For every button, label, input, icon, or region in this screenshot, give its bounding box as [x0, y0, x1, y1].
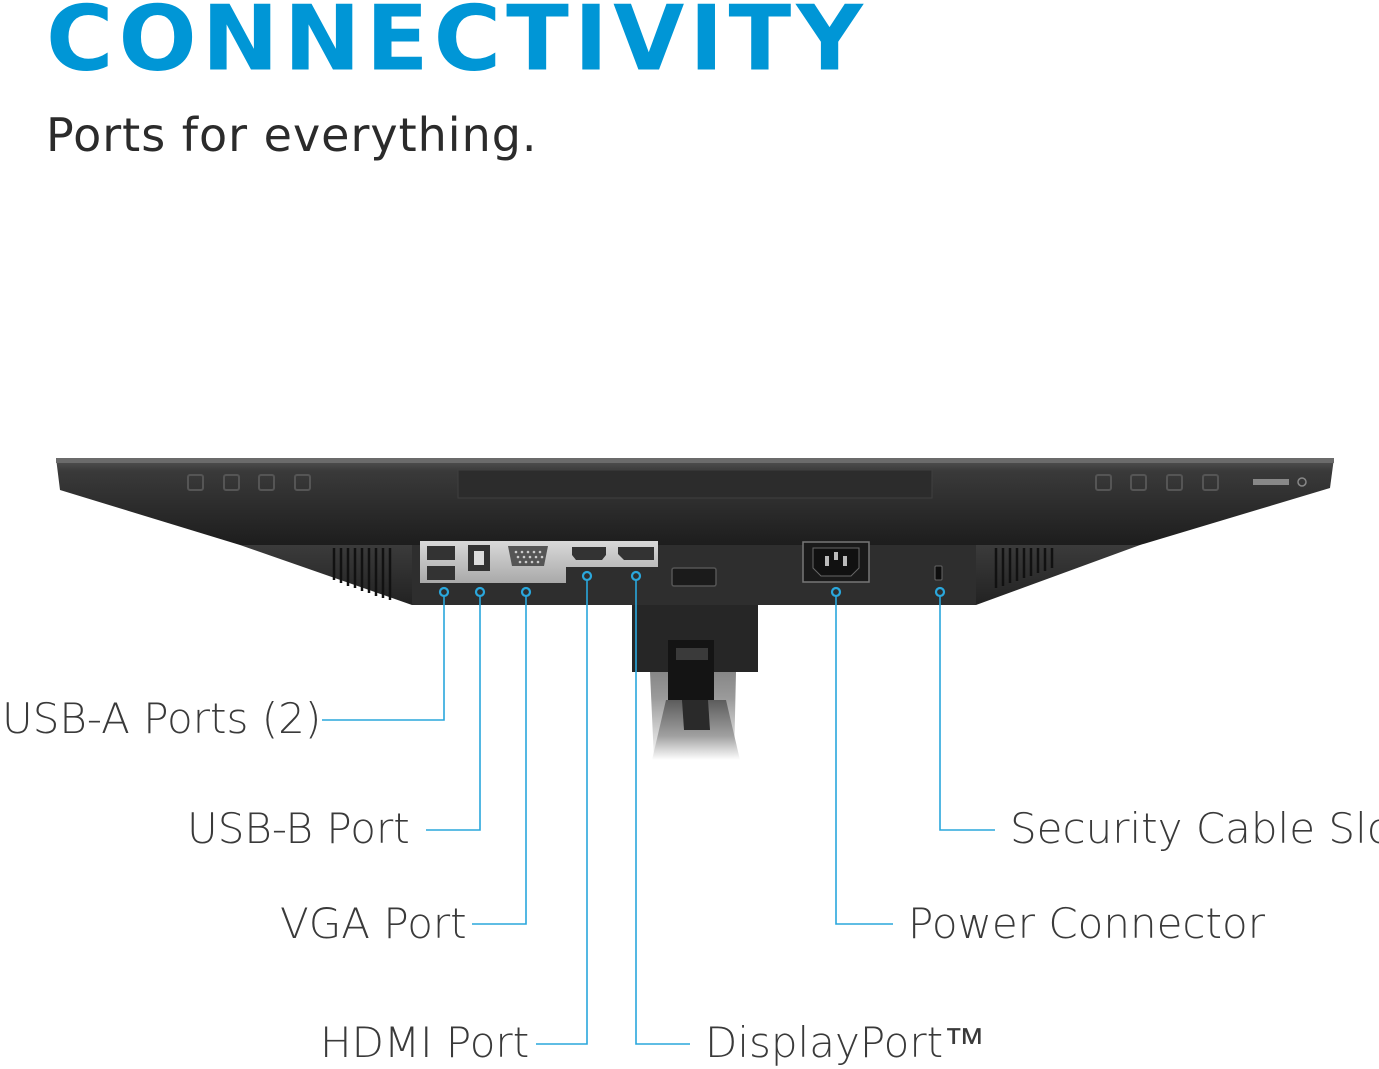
displayport-icon: [618, 547, 654, 560]
security-leader-line: [939, 597, 995, 831]
security-slot-icon: [934, 565, 943, 581]
monitor-stand: [632, 605, 758, 760]
page-title: CONNECTIVITY: [46, 0, 868, 92]
vga-port-label: VGA Port: [280, 899, 467, 948]
power-led-icon: [1253, 479, 1289, 485]
power-leader-line: [835, 597, 893, 925]
page-subtitle: Ports for everything.: [46, 108, 538, 162]
monitor-bezel: [56, 458, 1334, 545]
usb-a-port-icon: [427, 546, 455, 560]
hdmi-leader-line: [536, 581, 588, 1045]
usb-a-port-icon: [427, 566, 455, 580]
usb-b-leader-line: [426, 597, 481, 831]
usb-a-leader-line: [322, 597, 445, 721]
vga-leader-line: [472, 597, 527, 925]
power-connector-label: Power Connector: [908, 899, 1265, 948]
power-button-icon: [1297, 477, 1307, 487]
security-cable-slot-label: Security Cable Slot: [1010, 804, 1379, 853]
usb-b-port-label: USB-B Port: [187, 804, 410, 853]
usb-a-ports-label: USB-A Ports (2): [2, 694, 322, 743]
hdmi-port-label: HDMI Port: [320, 1018, 530, 1067]
power-connector-icon: [802, 541, 870, 583]
io-panel: [420, 541, 658, 583]
joystick-button-icon: [671, 567, 717, 587]
hdmi-port-icon: [572, 547, 606, 560]
displayport-label: DisplayPort™: [705, 1018, 986, 1067]
displayport-leader-line: [635, 581, 690, 1045]
